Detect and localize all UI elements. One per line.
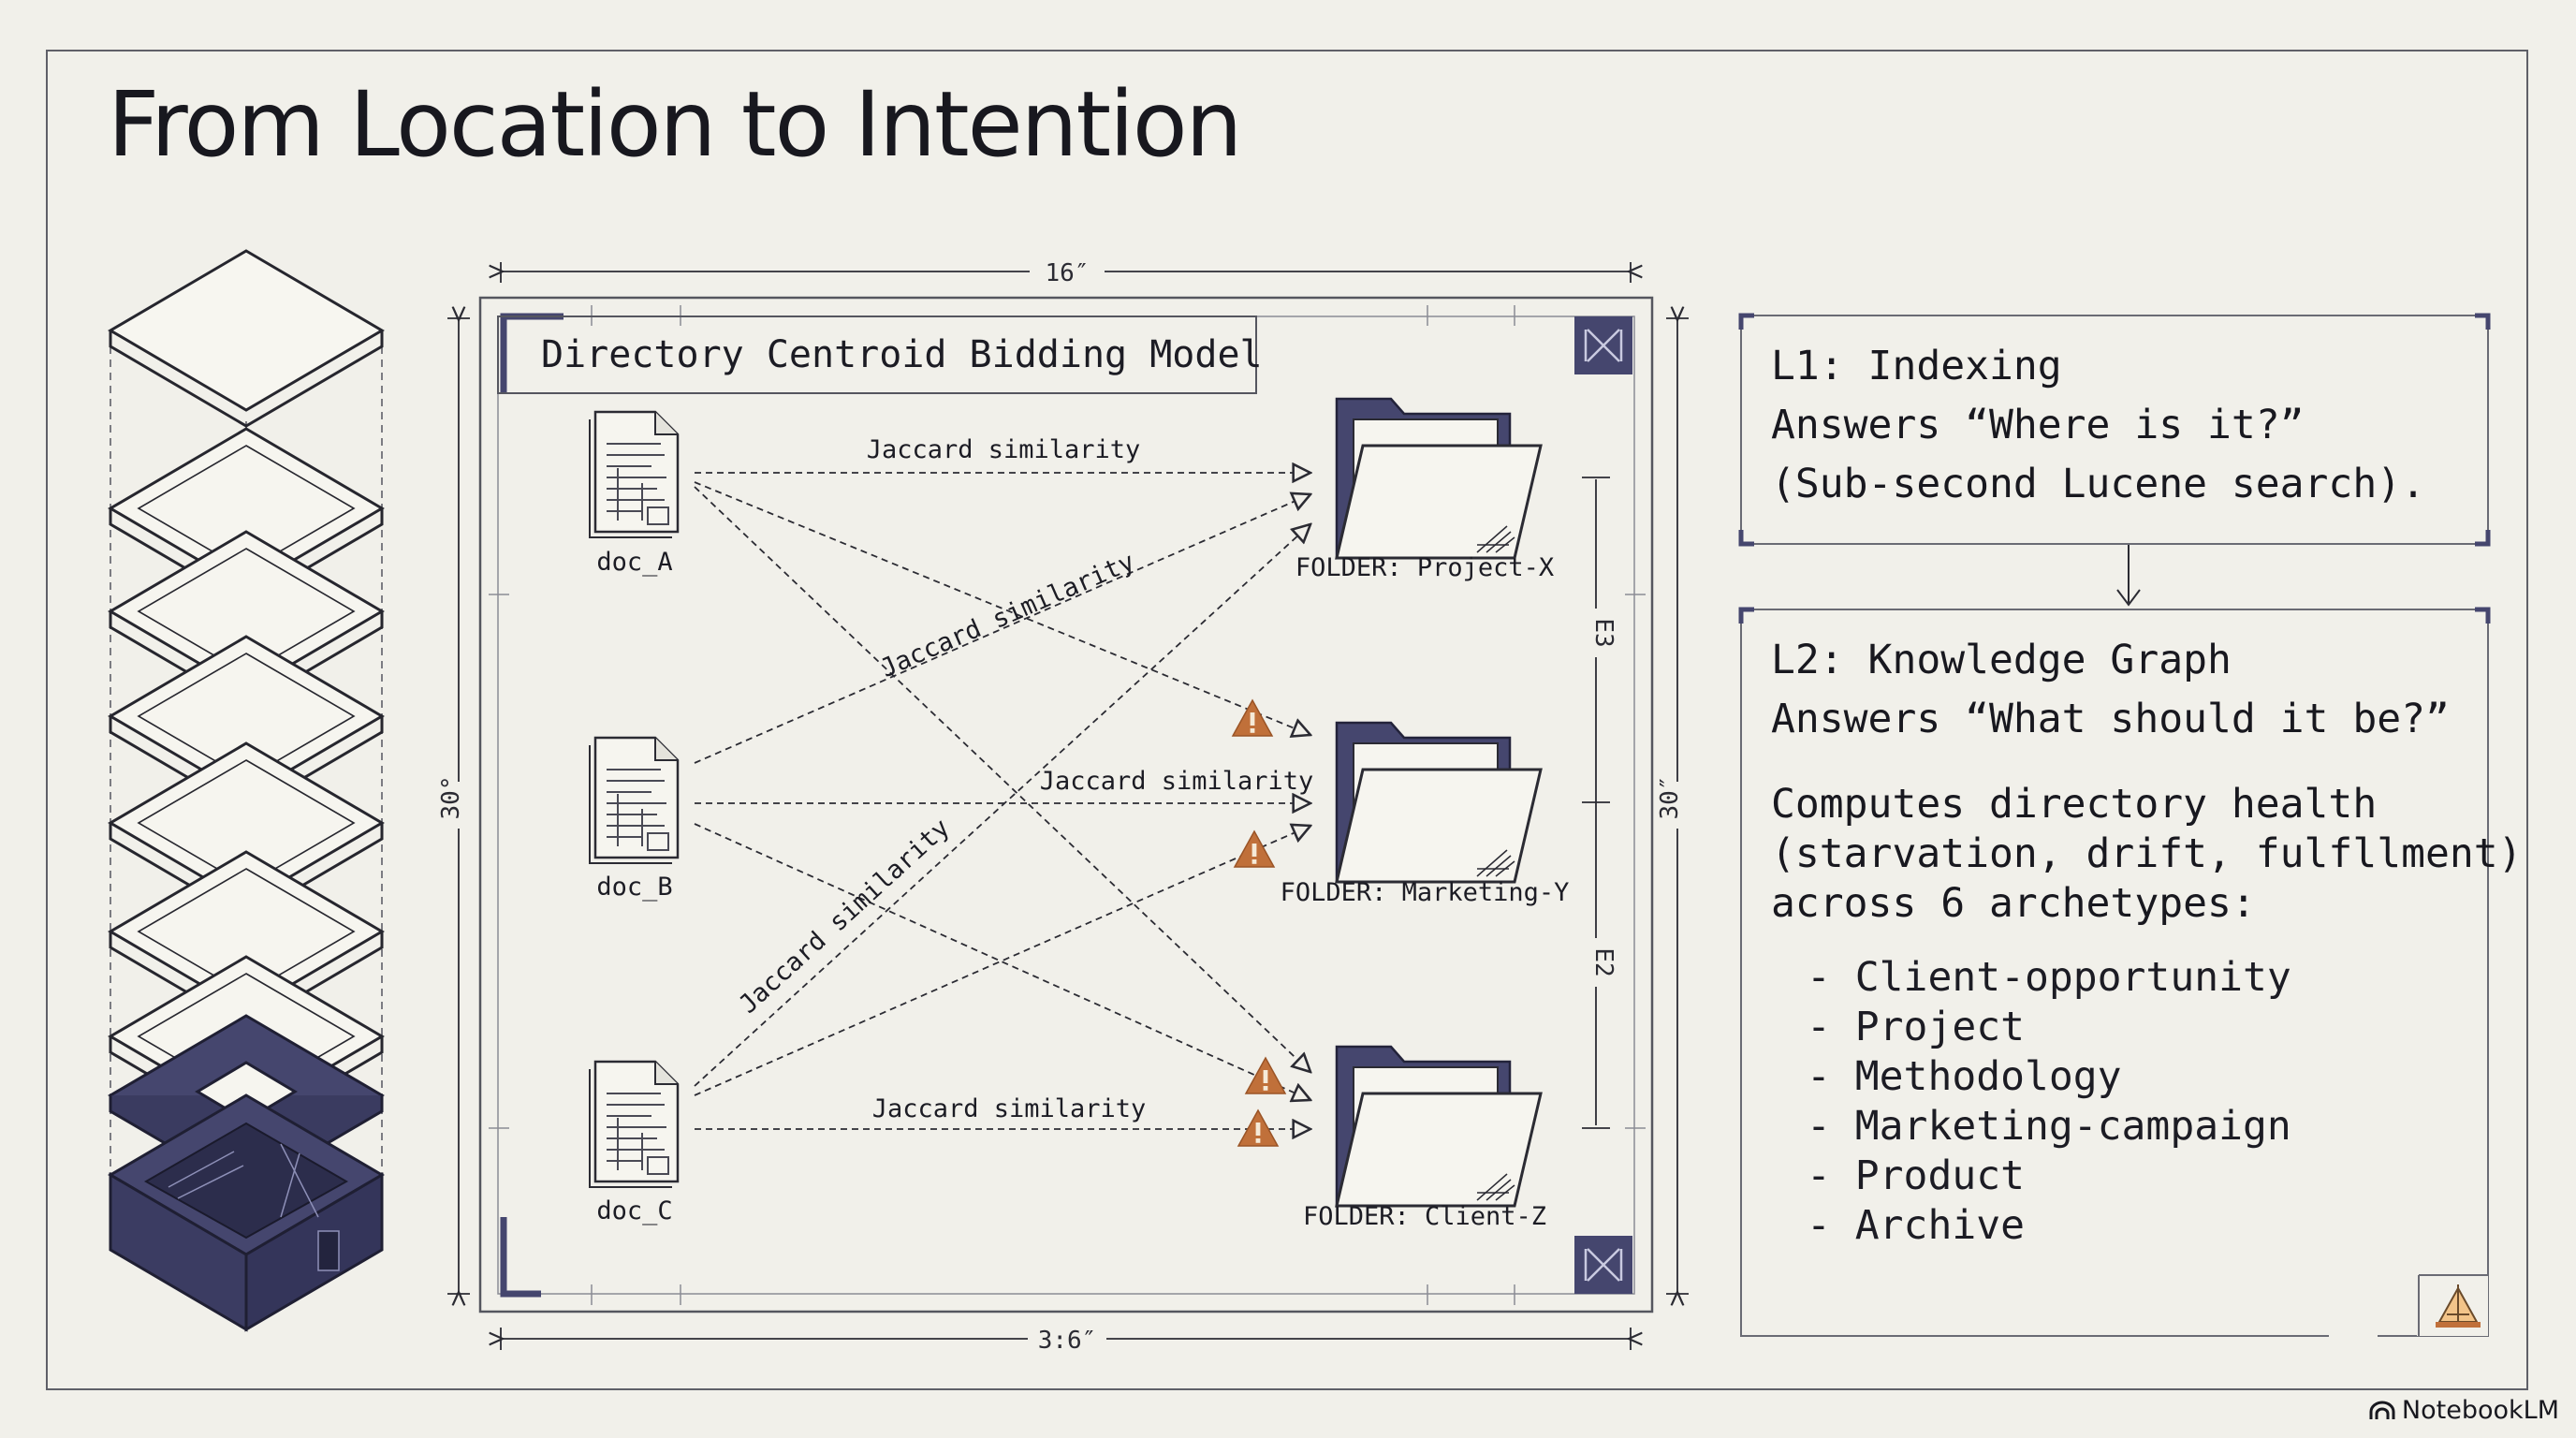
list-item: - Methodology: [1807, 1053, 2122, 1100]
edge-label-c-z: Jaccard similarity: [872, 1094, 1147, 1123]
document-icon: [588, 410, 680, 539]
folder-icon: [1335, 721, 1543, 884]
folder-marketing-y-label: FOLDER: Marketing-Y: [1281, 878, 1570, 907]
edge-label-c-x: Jaccard similarity: [734, 814, 956, 1020]
edge-label-a-x: Jaccard similarity: [867, 435, 1141, 464]
warning-icon: [1234, 830, 1275, 868]
slide-frame: [46, 50, 2528, 1390]
list-item: - Client-opportunity: [1807, 954, 2291, 1001]
folder-icon: [1335, 397, 1543, 560]
dim-inner-lower-label: E2: [1589, 947, 1617, 976]
doc-a-label: doc_A: [596, 548, 672, 577]
folder-icon: [1335, 1045, 1543, 1208]
l1-line1: Answers “Where is it?”: [1771, 402, 2305, 448]
document-icon: [588, 1060, 680, 1189]
brand-name: NotebookLM: [2401, 1396, 2559, 1425]
l2-heading: L2: Knowledge Graph: [1771, 637, 2232, 683]
dim-top-label: 16″: [1046, 259, 1090, 287]
slide-title: From Location to Intention: [108, 72, 1242, 177]
similarity-edges: [694, 473, 1310, 1129]
l1-heading: L1: Indexing: [1771, 343, 2062, 389]
list-item: - Product: [1807, 1152, 2025, 1199]
edge-label-b-y: Jaccard similarity: [1040, 767, 1314, 796]
notebooklm-badge: NotebookLM: [2368, 1396, 2559, 1425]
dim-right-label: 30″: [1656, 776, 1684, 820]
list-item: - Archive: [1807, 1202, 2025, 1249]
dim-left-label: 30°: [437, 776, 465, 820]
list-item: - Project: [1807, 1004, 2025, 1050]
diagram-frame: [478, 296, 1654, 1313]
compass-icon: [2436, 1284, 2481, 1328]
document-icon: [588, 736, 680, 865]
notebooklm-logo-icon: [2369, 1401, 2395, 1419]
doc-b-label: doc_B: [596, 873, 672, 902]
l1-line2: (Sub-second Lucene search).: [1771, 461, 2425, 507]
model-title: Directory Centroid Bidding Model: [541, 333, 1263, 376]
edge-label-b-x: Jaccard similarity: [876, 547, 1139, 683]
dim-inner-upper-label: E3: [1589, 618, 1617, 647]
l2-body3: across 6 archetypes:: [1771, 880, 2256, 927]
doc-c-label: doc_C: [596, 1196, 672, 1225]
l2-line1: Answers “What should it be?”: [1771, 696, 2450, 742]
l2-body1: Computes directory health: [1771, 781, 2378, 828]
folder-project-x-label: FOLDER: Project-X: [1295, 553, 1554, 582]
dim-bottom-label: 3:6″: [1038, 1327, 1097, 1355]
warning-icon: [1245, 1057, 1286, 1094]
stacked-layers-icon: [108, 249, 385, 1332]
list-item: - Marketing-campaign: [1807, 1103, 2291, 1150]
folder-client-z-label: FOLDER: Client-Z: [1303, 1202, 1546, 1231]
warning-icon: [1237, 1109, 1279, 1147]
l2-body2: (starvation, drift, fulfllment): [1771, 830, 2523, 877]
